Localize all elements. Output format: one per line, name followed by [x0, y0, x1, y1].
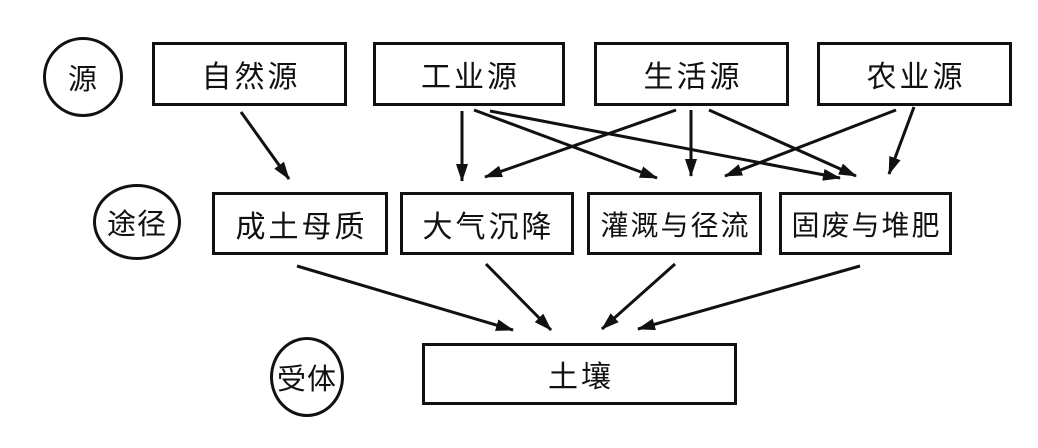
arrow-agricultural_source-to-irrigation_runoff [724, 108, 897, 178]
arrow-irrigation_runoff-to-soil [601, 262, 676, 331]
arrow-solid_waste_compost-to-soil [637, 264, 861, 331]
node-label-industrial-source: 工业源 [421, 61, 520, 94]
node-label-solid-waste-compost: 固废与堆肥 [791, 210, 942, 242]
arrow-natural_source-to-parent_material [239, 111, 291, 180]
tier-badge-pathway: 途径 [93, 184, 181, 260]
node-agricultural-source: 农业源 [817, 42, 1012, 106]
arrow-industrial_source-to-irrigation_runoff [473, 108, 658, 180]
tier-badge-receptor: 受体 [270, 337, 344, 417]
node-natural-source: 自然源 [152, 42, 347, 106]
arrow-industrial_source-to-solid_waste_compost [489, 109, 841, 181]
arrow-agricultural_source-to-solid_waste_compost [887, 106, 916, 175]
tier-label-pathway: 途径 [106, 209, 167, 241]
arrow-atmospheric_deposition-to-soil [484, 262, 553, 332]
node-atmospheric-deposition: 大气沉降 [400, 192, 574, 255]
node-label-agricultural-source: 农业源 [866, 61, 966, 94]
edge-group [239, 106, 916, 332]
tier-badge-source: 源 [43, 37, 123, 117]
node-label-soil: 土壤 [548, 361, 614, 394]
node-label-domestic-source: 生活源 [643, 61, 743, 94]
node-solid-waste-compost: 固废与堆肥 [779, 192, 952, 255]
tier-label-source: 源 [67, 64, 98, 96]
node-label-parent-material: 成土母质 [235, 210, 368, 244]
node-industrial-source: 工业源 [373, 42, 565, 106]
node-domestic-source: 生活源 [594, 42, 789, 106]
node-irrigation-runoff: 灌溉与径流 [587, 192, 762, 255]
node-label-irrigation-runoff: 灌溉与径流 [600, 210, 751, 242]
node-soil: 土壤 [422, 343, 737, 405]
arrow-domestic_source-to-solid_waste_compost [708, 108, 857, 178]
node-parent-material: 成土母质 [212, 192, 388, 255]
node-label-natural-source: 自然源 [201, 61, 301, 94]
node-label-atmospheric-deposition: 大气沉降 [422, 210, 555, 244]
tier-label-receptor: 受体 [276, 364, 337, 396]
arrow-domestic_source-to-atmospheric_deposition [484, 108, 677, 179]
arrow-parent_material-to-soil [296, 264, 514, 332]
